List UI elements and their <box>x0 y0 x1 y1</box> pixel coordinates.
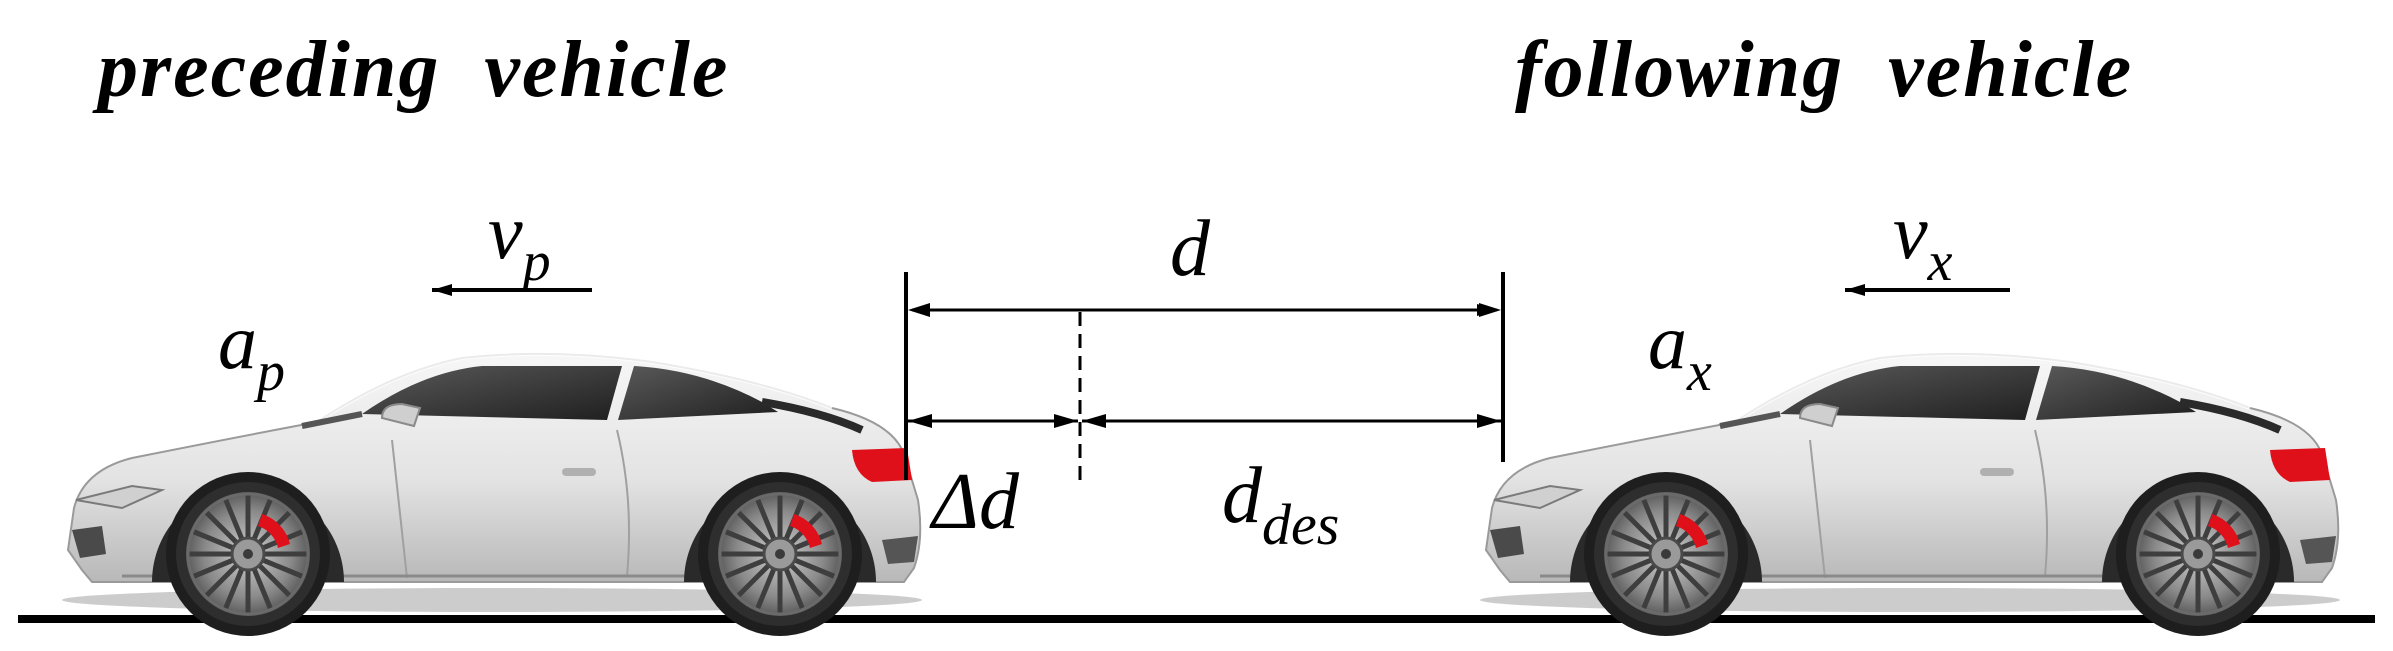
label-v-x: vx <box>1893 188 1953 293</box>
label-v-p: vp <box>488 188 551 293</box>
label-d: d <box>1170 205 1211 293</box>
label-d-des: ddes <box>1222 452 1339 557</box>
preceding-car-icon <box>62 354 922 636</box>
label-a-p: ap <box>218 298 285 403</box>
preceding-vehicle-title: preceding vehicle <box>98 26 730 114</box>
label-a-x: ax <box>1648 298 1712 403</box>
label-delta-d: Δd <box>929 458 1020 546</box>
following-car-icon <box>1480 354 2340 636</box>
following-vehicle-title: following vehicle <box>1515 26 2134 114</box>
